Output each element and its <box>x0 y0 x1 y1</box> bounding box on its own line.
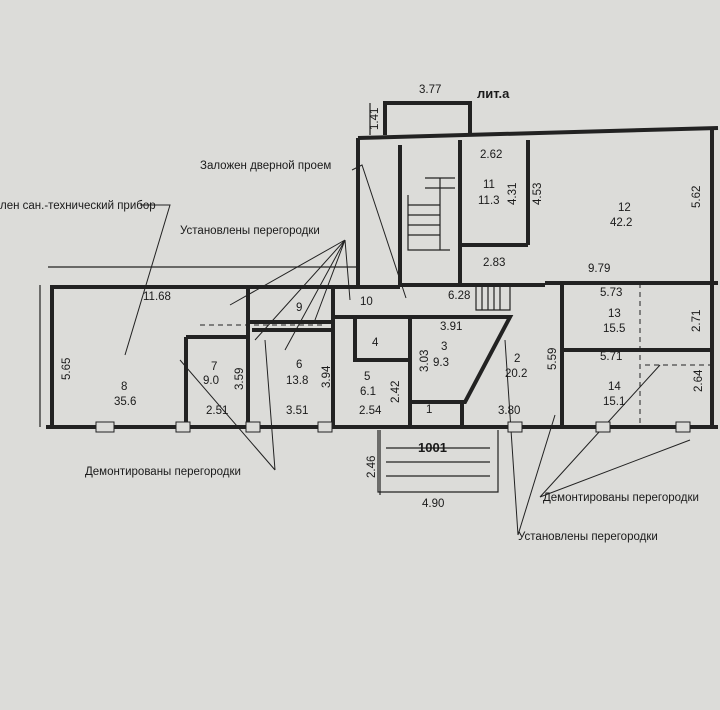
dim-5-65: 5.65 <box>61 358 73 380</box>
room-13-number: 13 <box>608 308 621 320</box>
dim-2-71: 2.71 <box>691 310 703 332</box>
dim-3-51: 3.51 <box>286 405 308 417</box>
room-12-number: 12 <box>618 202 631 214</box>
dim-1-41: 1.41 <box>369 108 381 130</box>
dim-2-54: 2.54 <box>359 405 382 417</box>
room-3-number: 3 <box>441 341 447 353</box>
dim-5-59: 5.59 <box>547 348 559 370</box>
room-14-area: 15.1 <box>603 396 625 408</box>
wall-room1 <box>408 402 464 427</box>
dim-2-51: 2.51 <box>206 405 228 417</box>
dim-2-62: 2.62 <box>480 149 502 161</box>
dimension-lines <box>39 103 381 495</box>
room-labels: 1 2 20.2 3 9.3 4 5 6.1 6 13.8 7 9.0 8 35… <box>114 179 632 416</box>
room-3-area: 9.3 <box>433 357 449 369</box>
staircase-main <box>407 177 455 251</box>
room-1-number: 1 <box>426 404 432 416</box>
leader-lines <box>124 164 691 536</box>
room-8-area: 35.6 <box>114 396 136 408</box>
room-14-number: 14 <box>608 381 621 393</box>
room-11-area: 11.3 <box>478 195 500 207</box>
dim-2-64: 2.64 <box>693 369 705 392</box>
wing-top-wall <box>357 126 719 140</box>
room-4-number: 4 <box>372 337 379 349</box>
note-partitions-installed-top: Установлены перегородки <box>180 225 320 237</box>
dim-5-62: 5.62 <box>691 186 703 208</box>
room-12-area: 42.2 <box>610 217 632 229</box>
dim-9-79: 9.79 <box>588 263 610 275</box>
note-door-blocked: Заложен дверной проем <box>200 160 331 172</box>
plan-title: лит.а <box>477 86 510 101</box>
room-2-area: 20.2 <box>505 368 527 380</box>
room-6-number: 6 <box>296 359 302 371</box>
note-partitions-removed-left: Демонтированы перегородки <box>85 466 241 478</box>
staircase-small <box>475 287 511 311</box>
room-6-area: 13.8 <box>286 375 308 387</box>
entrance-porch <box>377 430 499 493</box>
dim-3-03: 3.03 <box>419 350 431 372</box>
dim-6-28: 6.28 <box>448 290 470 302</box>
room-11-number: 11 <box>483 179 495 191</box>
room-7-number: 7 <box>211 361 217 373</box>
note-sanitary-fixture: лен сан.-технический прибор <box>0 200 156 212</box>
dim-4-53: 4.53 <box>532 183 544 205</box>
dim-5-71: 5.71 <box>600 351 622 363</box>
room-9-number: 9 <box>296 302 302 314</box>
room-7-area: 9.0 <box>203 375 219 387</box>
dim-4-31: 4.31 <box>507 183 519 205</box>
room-13-area: 15.5 <box>603 323 625 335</box>
dim-5-73: 5.73 <box>600 287 622 299</box>
room-10-number: 10 <box>360 296 373 308</box>
dim-3-91: 3.91 <box>440 321 462 333</box>
balcony <box>383 101 472 135</box>
room-5-area: 6.1 <box>360 386 376 398</box>
dim-3-59: 3.59 <box>234 368 246 390</box>
dim-2-83: 2.83 <box>483 257 505 269</box>
dashed-partitions <box>200 283 712 427</box>
dimension-labels: 3.77 2.62 2.83 9.79 11.68 6.28 5.73 3.91… <box>61 84 705 510</box>
windows <box>95 421 691 433</box>
room-2-number: 2 <box>514 353 520 365</box>
dim-2-42: 2.42 <box>390 381 402 403</box>
dim-2-46: 2.46 <box>366 456 378 478</box>
room-5-number: 5 <box>364 371 370 383</box>
wall-room3 <box>408 315 514 404</box>
dim-3-94: 3.94 <box>321 365 333 388</box>
dim-4-90: 4.90 <box>422 498 444 510</box>
note-partitions-installed-bottom: Установлены перегородки <box>518 531 658 543</box>
walls <box>46 101 719 429</box>
dim-3-77: 3.77 <box>419 84 441 96</box>
room-8-number: 8 <box>121 381 127 393</box>
entrance-number: 1001 <box>418 440 447 455</box>
dim-11-68: 11.68 <box>143 291 171 303</box>
dim-3-80: 3.80 <box>498 405 520 417</box>
note-partitions-removed-right: Демонтированы перегородки <box>543 492 699 504</box>
